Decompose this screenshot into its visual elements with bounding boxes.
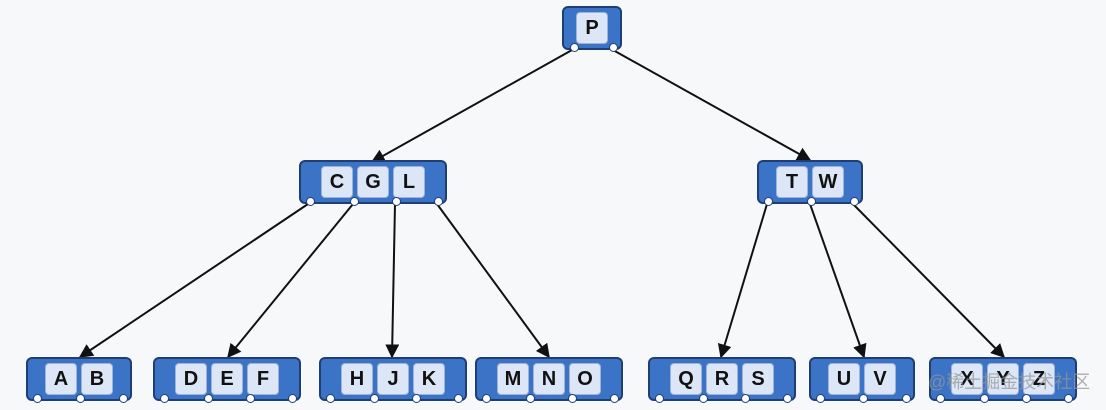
pointer-dot	[568, 394, 577, 403]
key: A	[45, 363, 77, 395]
node-leaf-ab: A B	[26, 357, 132, 403]
pointer-dot	[454, 394, 463, 403]
pointer-dot	[902, 394, 911, 403]
key: P	[576, 12, 608, 44]
edge-tw-qrs	[717, 203, 768, 359]
pointer-dot	[76, 394, 85, 403]
edge-cgl-def	[227, 203, 354, 359]
key: N	[533, 363, 565, 395]
pointer-dot	[610, 394, 619, 403]
key: J	[377, 363, 409, 395]
key: O	[569, 363, 601, 395]
key: M	[497, 363, 529, 395]
key: K	[413, 363, 445, 395]
key: D	[175, 363, 207, 395]
pointer-dot	[288, 394, 297, 403]
pointer-dot	[526, 394, 535, 403]
pointer-dot	[807, 197, 816, 206]
pointer-dot	[859, 394, 868, 403]
node-leaf-hjk: H J K	[319, 357, 467, 403]
pointer-dot	[392, 197, 401, 206]
pointer-dot	[326, 394, 335, 403]
key: F	[247, 363, 279, 395]
node-root: P	[562, 6, 622, 52]
pointer-dot	[764, 197, 773, 206]
pointer-dot	[850, 197, 859, 206]
key: W	[812, 166, 844, 198]
key: G	[357, 166, 389, 198]
key: H	[341, 363, 373, 395]
node-leaf-def: D E F	[153, 357, 301, 403]
node-leaf-uv: U V	[809, 357, 915, 403]
key: U	[828, 363, 860, 395]
key: X	[951, 363, 983, 395]
edge-p-tw	[612, 49, 812, 161]
node-leaf-xyz: X Y Z	[929, 357, 1077, 403]
key: R	[706, 363, 738, 395]
node-cgl: C G L	[299, 160, 447, 206]
pointer-dot	[370, 394, 379, 403]
key: Y	[987, 363, 1019, 395]
edge-tw-uv	[809, 203, 867, 359]
pointer-dot	[434, 197, 443, 206]
pointer-dot	[655, 394, 664, 403]
key: E	[211, 363, 243, 395]
key: Z	[1023, 363, 1055, 395]
pointer-dot	[936, 394, 945, 403]
pointer-dot	[412, 394, 421, 403]
pointer-dot	[816, 394, 825, 403]
pointer-dot	[306, 197, 315, 206]
pointer-dot	[609, 43, 618, 52]
pointer-dot	[699, 394, 708, 403]
pointer-dot	[246, 394, 255, 403]
edge-p-cgl	[370, 49, 573, 163]
pointer-dot	[741, 394, 750, 403]
pointer-dot	[160, 394, 169, 403]
node-leaf-qrs: Q R S	[648, 357, 796, 403]
pointer-dot	[1022, 394, 1031, 403]
pointer-dot	[783, 394, 792, 403]
edge-tw-xyz	[852, 203, 1005, 358]
pointer-dot	[980, 394, 989, 403]
key: T	[776, 166, 808, 198]
pointer-dot	[482, 394, 491, 403]
pointer-dot	[570, 43, 579, 52]
edge-cgl-ab	[78, 203, 309, 358]
pointer-dot	[350, 197, 359, 206]
key: V	[864, 363, 896, 395]
node-leaf-mno: M N O	[475, 357, 623, 403]
pointer-dot	[119, 394, 128, 403]
edge-cgl-mno	[436, 203, 550, 359]
key: S	[742, 363, 774, 395]
edge-cgl-hjk	[385, 203, 400, 359]
key: L	[393, 166, 425, 198]
key: Q	[670, 363, 702, 395]
key: C	[321, 166, 353, 198]
watermark: @稀土掘金技术社区	[928, 372, 1091, 392]
pointer-dot	[204, 394, 213, 403]
node-tw: T W	[757, 160, 863, 206]
key: B	[81, 363, 113, 395]
pointer-dot	[1064, 394, 1073, 403]
pointer-dot	[33, 394, 42, 403]
